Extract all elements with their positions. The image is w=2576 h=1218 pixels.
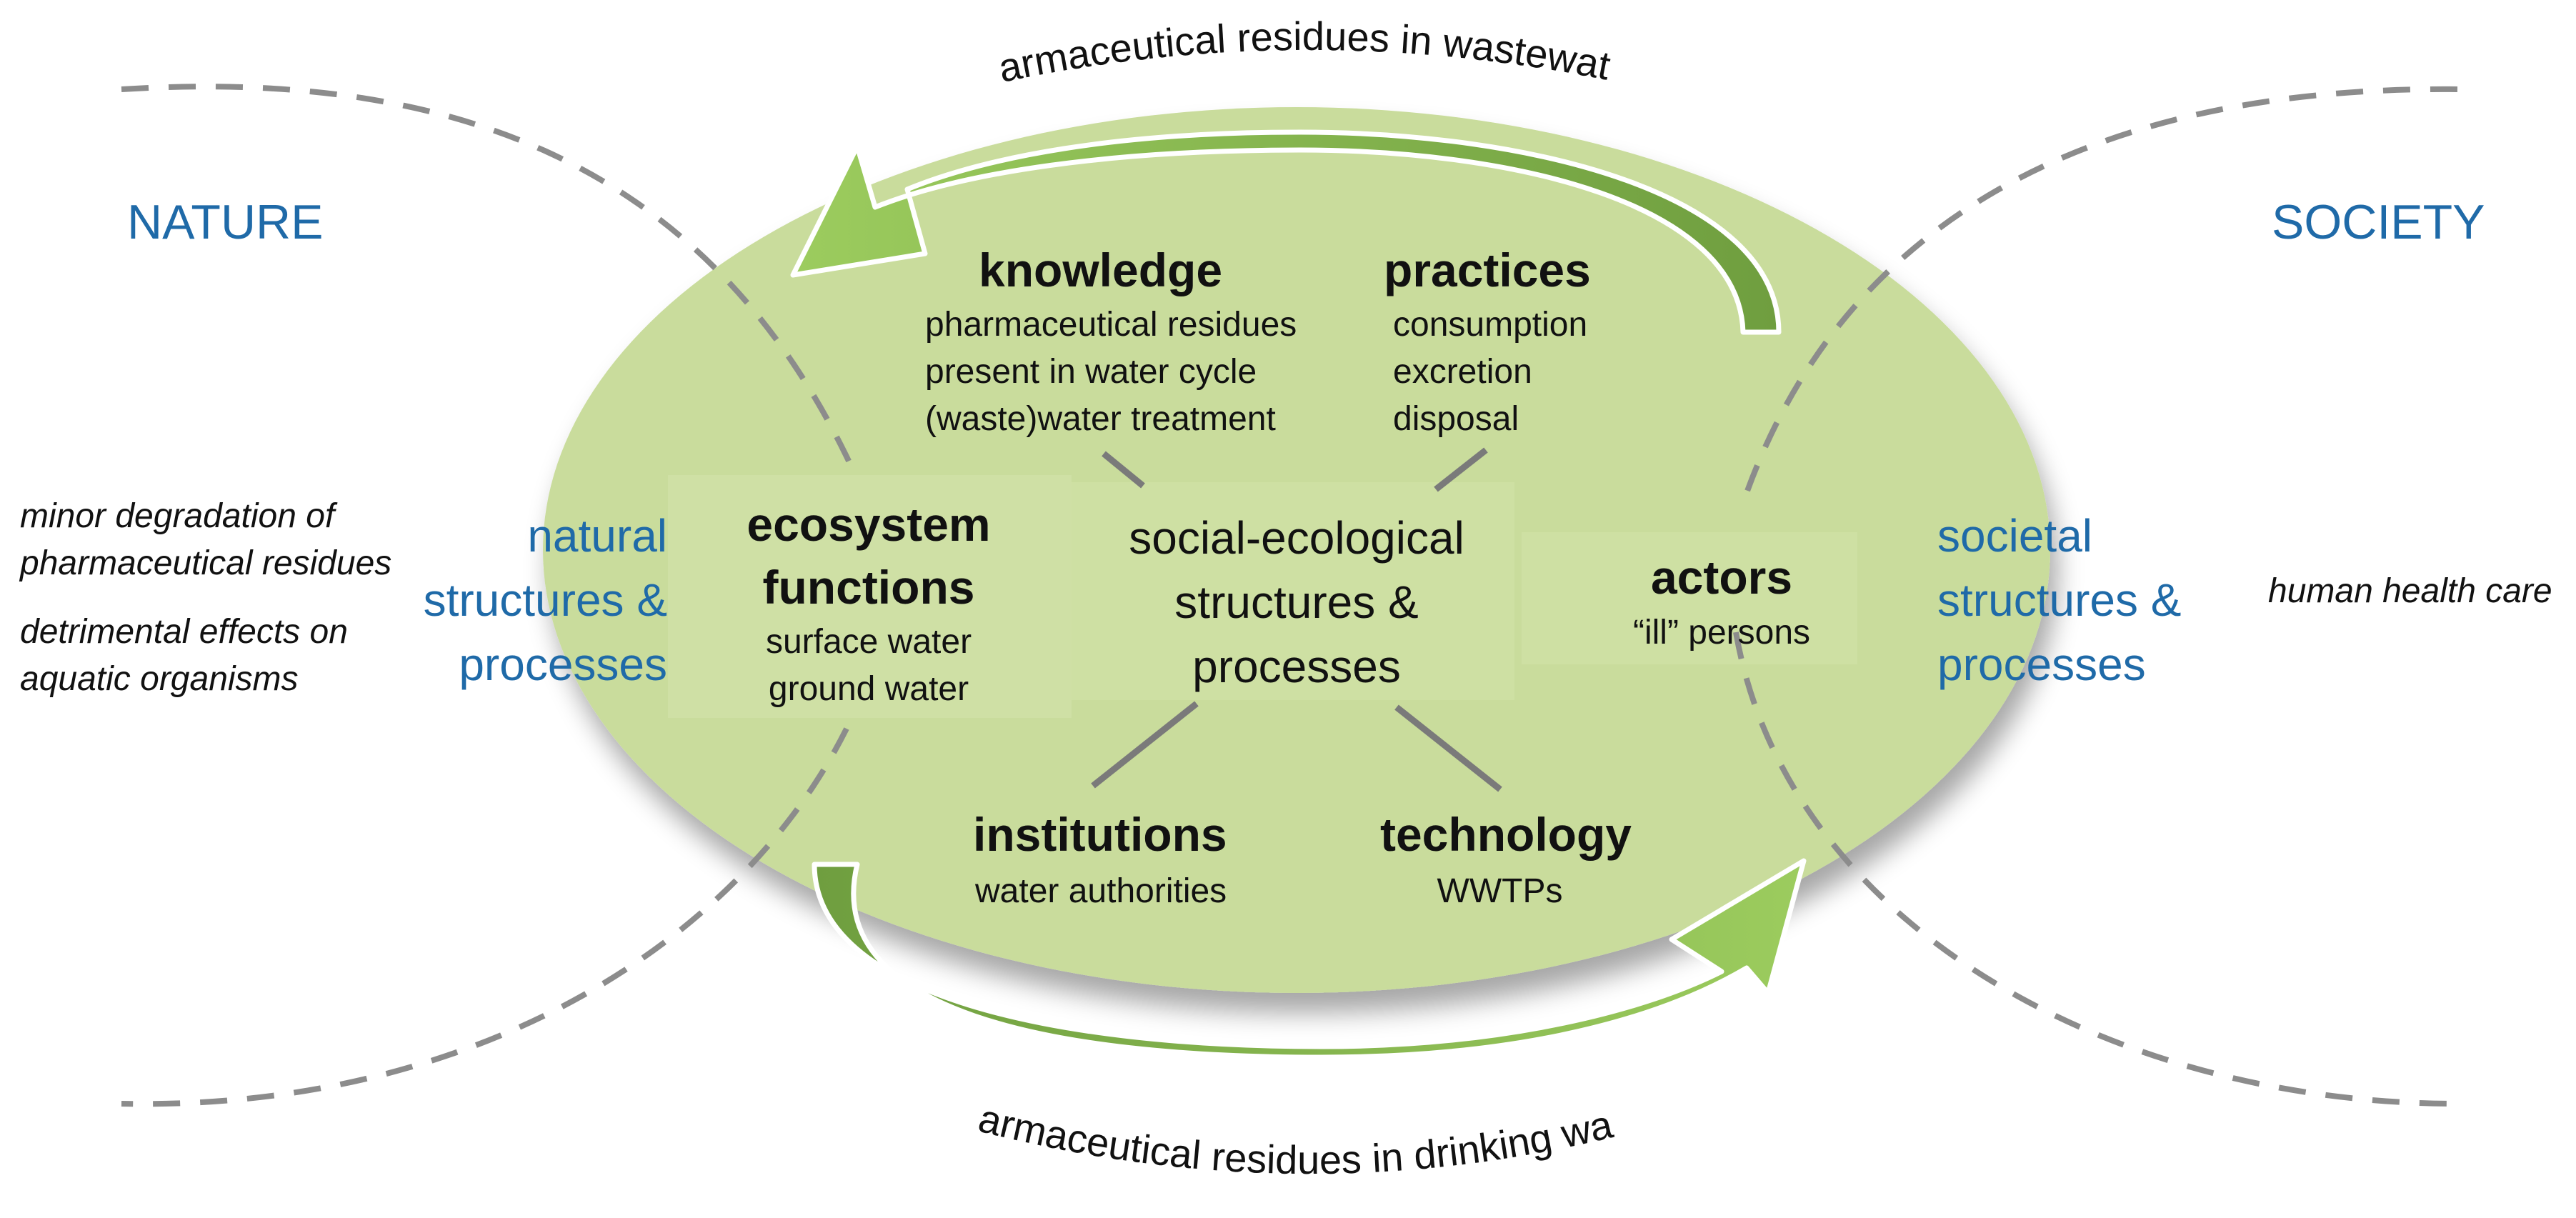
left-dashed-boundary-lower	[121, 727, 849, 1107]
practices-item: consumption	[1393, 306, 1588, 344]
ecosystem-items: surface water ground water	[726, 619, 1012, 713]
note-detrimental-line-2: aquatic organisms	[20, 660, 299, 698]
society-heading: SOCIETY	[2272, 195, 2485, 249]
left-dashed-boundary-upper	[121, 84, 857, 473]
practices-item: disposal	[1393, 400, 1519, 438]
top-arc-label: pharmaceutical residues in wastewater	[0, 0, 1614, 91]
ecosystem-title-line-2: functions	[762, 561, 975, 614]
societal-structures-line-2: structures &	[1937, 574, 2182, 626]
ecosystem-title-line-1: ecosystem	[747, 498, 991, 551]
ecosystem-item: ground water	[768, 670, 969, 708]
technology-item: WWTPs	[1437, 872, 1563, 910]
ecosystem-item: surface water	[765, 623, 972, 661]
note-detrimental-line-1: detrimental effects on	[20, 613, 348, 651]
cycle-arrow-top	[790, 129, 1782, 335]
connector-practices	[1434, 447, 1488, 492]
note-detrimental: detrimental effects on aquatic organisms	[20, 609, 348, 703]
actors-title: actors	[1650, 551, 1793, 604]
societal-structures-label: societal structures & processes	[1937, 504, 2181, 697]
practices-item: excretion	[1393, 353, 1532, 391]
note-degradation-line-1: minor degradation of	[20, 497, 335, 535]
nature-heading: NATURE	[127, 195, 324, 249]
natural-structures-line-3: processes	[459, 639, 667, 690]
panel-center	[1072, 482, 1514, 700]
societal-structures-line-3: processes	[1937, 639, 2146, 690]
center-line-3: processes	[1192, 641, 1401, 692]
technology-items: WWTPs	[1380, 872, 1619, 911]
right-dashed-boundary-upper	[1744, 86, 2458, 494]
knowledge-item: pharmaceutical residues	[925, 306, 1297, 344]
practices-title: practices	[1384, 244, 1591, 296]
central-ellipse	[543, 107, 2050, 993]
right-dashed-boundary-lower	[1733, 632, 2458, 1107]
connector-knowledge	[1102, 451, 1145, 489]
ecosystem-functions-title: ecosystem functions	[726, 493, 1012, 619]
actors-item: “ill” persons	[1632, 614, 1811, 652]
note-degradation: minor degradation of pharmaceutical resi…	[20, 493, 391, 587]
practices-items: consumption excretion disposal	[1393, 301, 1587, 443]
knowledge-title: knowledge	[979, 244, 1223, 296]
technology-title: technology	[1380, 808, 1632, 861]
note-degradation-line-2: pharmaceutical residues	[20, 544, 392, 582]
connector-technology	[1394, 704, 1502, 792]
institutions-item: water authorities	[975, 872, 1227, 910]
panel-right	[1522, 532, 1857, 664]
note-human-health-care: human health care	[2268, 572, 2552, 610]
institutions-items: water authorities	[975, 872, 1227, 911]
knowledge-item: (waste)water treatment	[925, 400, 1276, 438]
center-label: social-ecological structures & processes	[1082, 506, 1511, 699]
connector-institutions	[1091, 701, 1199, 789]
center-line-2: structures &	[1174, 576, 1419, 628]
cycle-arrow-bottom	[812, 858, 1807, 1060]
institutions-title: institutions	[973, 808, 1227, 861]
actors-items: “ill” persons	[1579, 613, 1864, 652]
center-line-1: social-ecological	[1129, 512, 1464, 564]
natural-structures-line-2: structures &	[423, 574, 667, 626]
societal-structures-line-1: societal	[1937, 510, 2092, 561]
knowledge-item: present in water cycle	[925, 353, 1257, 391]
natural-structures-label: natural structures & processes	[424, 504, 667, 697]
knowledge-items: pharmaceutical residues present in water…	[925, 301, 1297, 443]
panel-left	[668, 475, 1072, 718]
natural-structures-line-1: natural	[527, 510, 667, 561]
